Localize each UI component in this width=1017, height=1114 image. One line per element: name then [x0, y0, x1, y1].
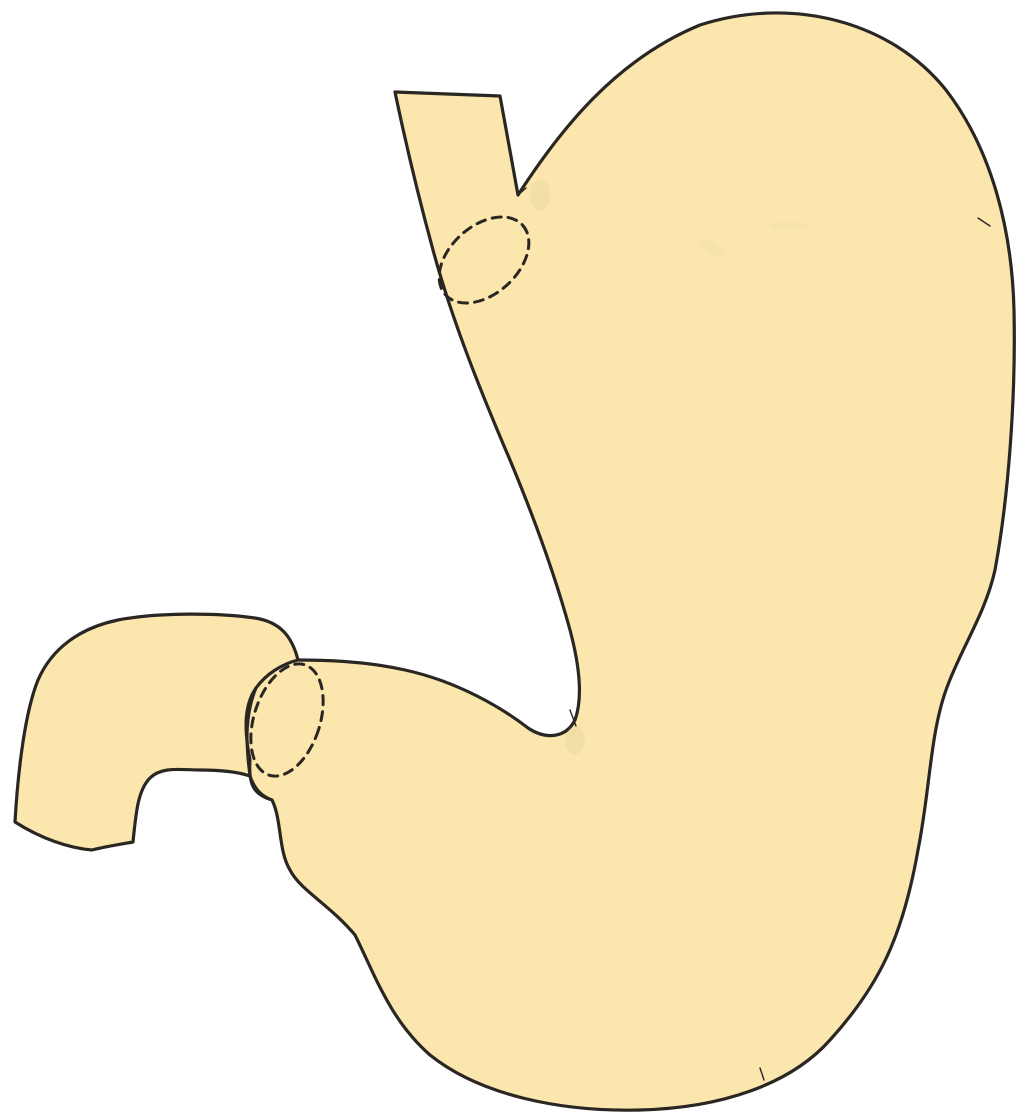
stomach-body-shape — [246, 13, 1014, 1110]
